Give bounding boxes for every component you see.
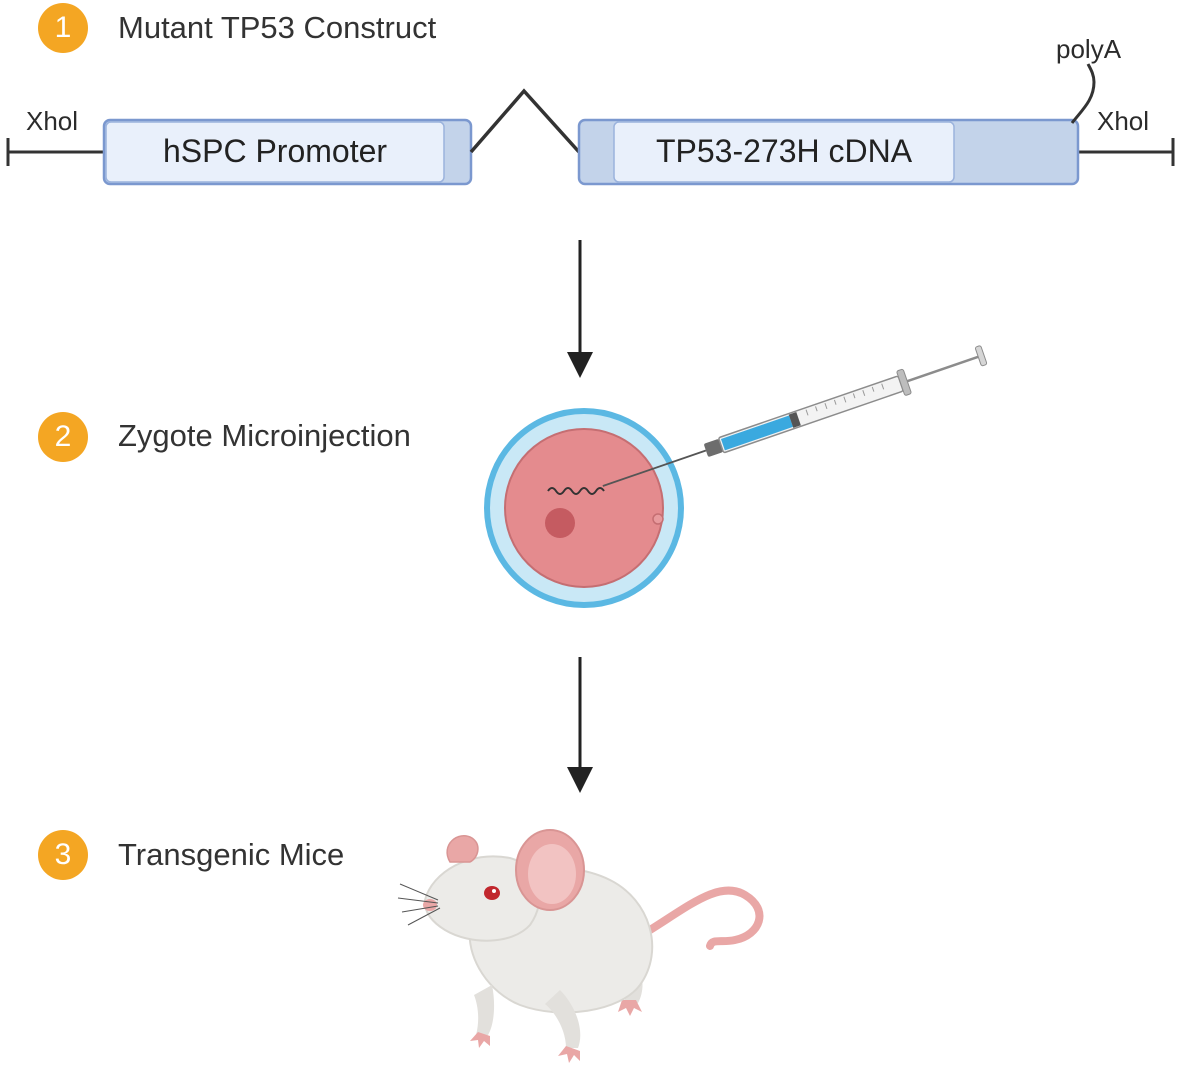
pronucleus bbox=[545, 508, 575, 538]
step-2-title: Zygote Microinjection bbox=[118, 418, 411, 453]
intron-triangle bbox=[469, 88, 581, 154]
step-2-badge: 2 bbox=[38, 412, 88, 462]
plunger-rod bbox=[906, 355, 979, 383]
syringe-liquid bbox=[720, 415, 793, 451]
promoter-inner bbox=[105, 121, 445, 183]
mouse-eye bbox=[484, 886, 500, 900]
promoter-label: hSPC Promoter bbox=[162, 133, 388, 169]
cdna-label: TP53-273H cDNA bbox=[655, 133, 913, 169]
polya-label: polyA bbox=[1056, 34, 1122, 64]
zygote-graphic bbox=[484, 408, 684, 608]
mouse-front-foot bbox=[470, 1032, 490, 1048]
syringe-hub bbox=[704, 439, 723, 457]
syringe-needle bbox=[602, 449, 707, 487]
syringe-graphic bbox=[602, 345, 988, 487]
mouse-hind-foot bbox=[558, 1046, 580, 1063]
dna-squiggle bbox=[547, 487, 605, 495]
mouse-inner-ear bbox=[528, 844, 576, 904]
mouse-hind-leg bbox=[545, 990, 581, 1048]
arrow-1 bbox=[567, 240, 593, 378]
step-1-title: Mutant TP53 Construct bbox=[118, 10, 437, 45]
plunger-thumb bbox=[974, 345, 988, 367]
cdna-inner bbox=[613, 121, 955, 183]
polya-hook bbox=[1070, 63, 1096, 124]
cytoplasm bbox=[504, 428, 664, 588]
step-3-badge: 3 bbox=[38, 830, 88, 880]
polar-body bbox=[652, 513, 664, 525]
step-1-badge: 1 bbox=[38, 3, 88, 53]
arrow-2 bbox=[567, 657, 593, 793]
mouse-whiskers bbox=[397, 883, 441, 926]
mouse-far-ear bbox=[446, 835, 479, 863]
mouse-tail bbox=[646, 886, 764, 950]
plunger-seal bbox=[788, 412, 801, 428]
left-restriction-site-label: Xhol bbox=[26, 106, 79, 136]
mouse-nose bbox=[423, 899, 437, 911]
mouse-graphic bbox=[397, 829, 764, 1063]
mouse-back-foot bbox=[618, 1000, 642, 1016]
mouse-front-leg bbox=[474, 985, 495, 1035]
step-3-title: Transgenic Mice bbox=[118, 837, 345, 872]
right-restriction-site-label: Xhol bbox=[1097, 106, 1150, 136]
construct-graphic bbox=[6, 63, 1175, 186]
